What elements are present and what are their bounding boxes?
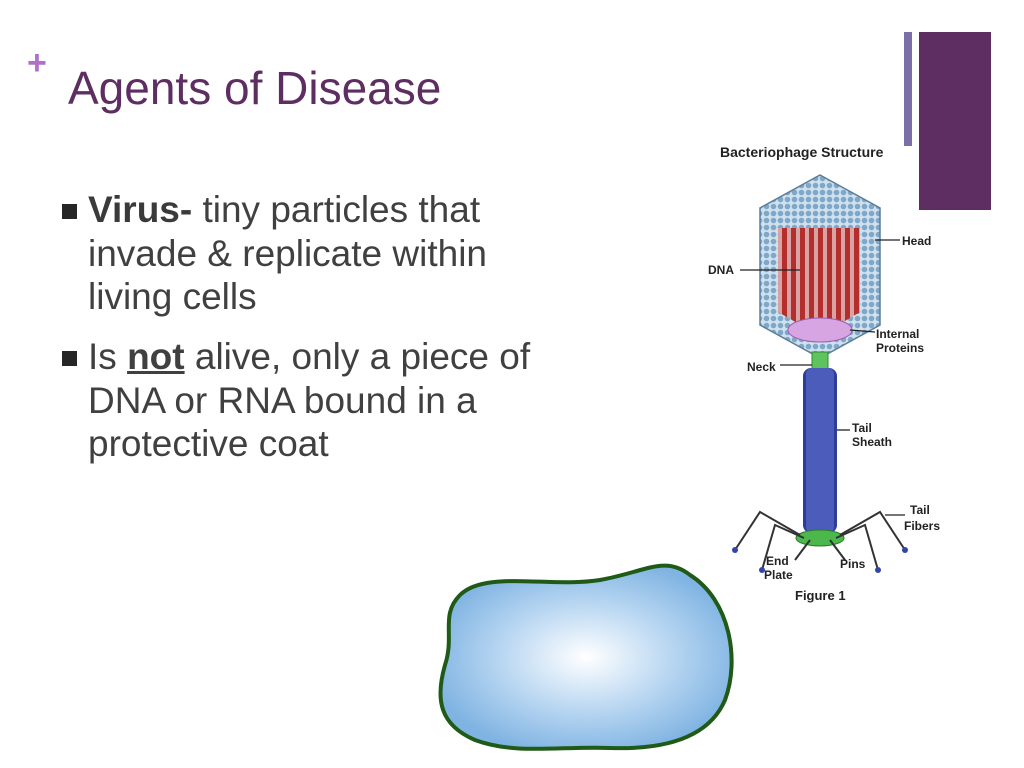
bullet-text-virus: tiny particles that invade & replicate w… bbox=[88, 189, 487, 318]
bullet-list: Virus- tiny particles that invade & repl… bbox=[62, 188, 552, 482]
phage-internal-proteins bbox=[787, 317, 853, 343]
bullet-square-icon bbox=[62, 350, 77, 366]
figure-caption: Figure 1 bbox=[795, 588, 846, 603]
bullet-emphasis-not: not bbox=[127, 335, 185, 377]
slide-plus-mark: + bbox=[27, 44, 47, 82]
phage-neck bbox=[811, 351, 829, 371]
bullet-prefix-is: Is bbox=[88, 335, 128, 377]
fiber-tip-icon bbox=[732, 547, 738, 553]
bullet-text-not-alive: alive, only a piece of DNA or RNA bound … bbox=[88, 335, 531, 465]
diagram-title: Bacteriophage Structure bbox=[720, 144, 884, 160]
label-end-plate-line2: Plate bbox=[764, 568, 793, 582]
fiber-tip-icon bbox=[875, 567, 881, 573]
accent-bar-thick bbox=[919, 32, 991, 210]
host-cell-illustration bbox=[438, 563, 734, 751]
label-pins: Pins bbox=[840, 557, 866, 571]
label-neck: Neck bbox=[747, 360, 776, 374]
bullet-item-not-alive: Is not alive, only a piece of DNA or RNA… bbox=[62, 335, 552, 466]
bullet-term-virus: Virus- bbox=[88, 189, 193, 230]
label-dna: DNA bbox=[708, 263, 734, 277]
label-tail-sheath-line2: Sheath bbox=[852, 435, 892, 449]
bullet-item-virus: Virus- tiny particles that invade & repl… bbox=[62, 188, 552, 319]
phage-tail-fibers bbox=[734, 510, 906, 571]
label-tail-fibers-line2: Fibers bbox=[904, 519, 940, 533]
fiber-tip-icon bbox=[902, 547, 908, 553]
label-tail-fibers-line1: Tail bbox=[910, 503, 930, 517]
slide-title: Agents of Disease bbox=[68, 62, 442, 114]
phage-tail-sheath bbox=[803, 368, 837, 533]
label-head: Head bbox=[902, 234, 931, 248]
label-end-plate-line1: End bbox=[766, 554, 789, 568]
label-tail-sheath-line1: Tail bbox=[852, 421, 872, 435]
fiber-tip-icon bbox=[759, 567, 765, 573]
accent-bar-thin bbox=[904, 32, 912, 146]
bacteriophage-diagram: Bacteriophage Structure Head DNA Interna bbox=[708, 144, 940, 603]
label-internal-line2: Proteins bbox=[876, 341, 924, 355]
bullet-square-icon bbox=[62, 204, 77, 219]
phage-dna-core bbox=[778, 228, 860, 336]
label-internal-line1: Internal bbox=[876, 327, 919, 341]
